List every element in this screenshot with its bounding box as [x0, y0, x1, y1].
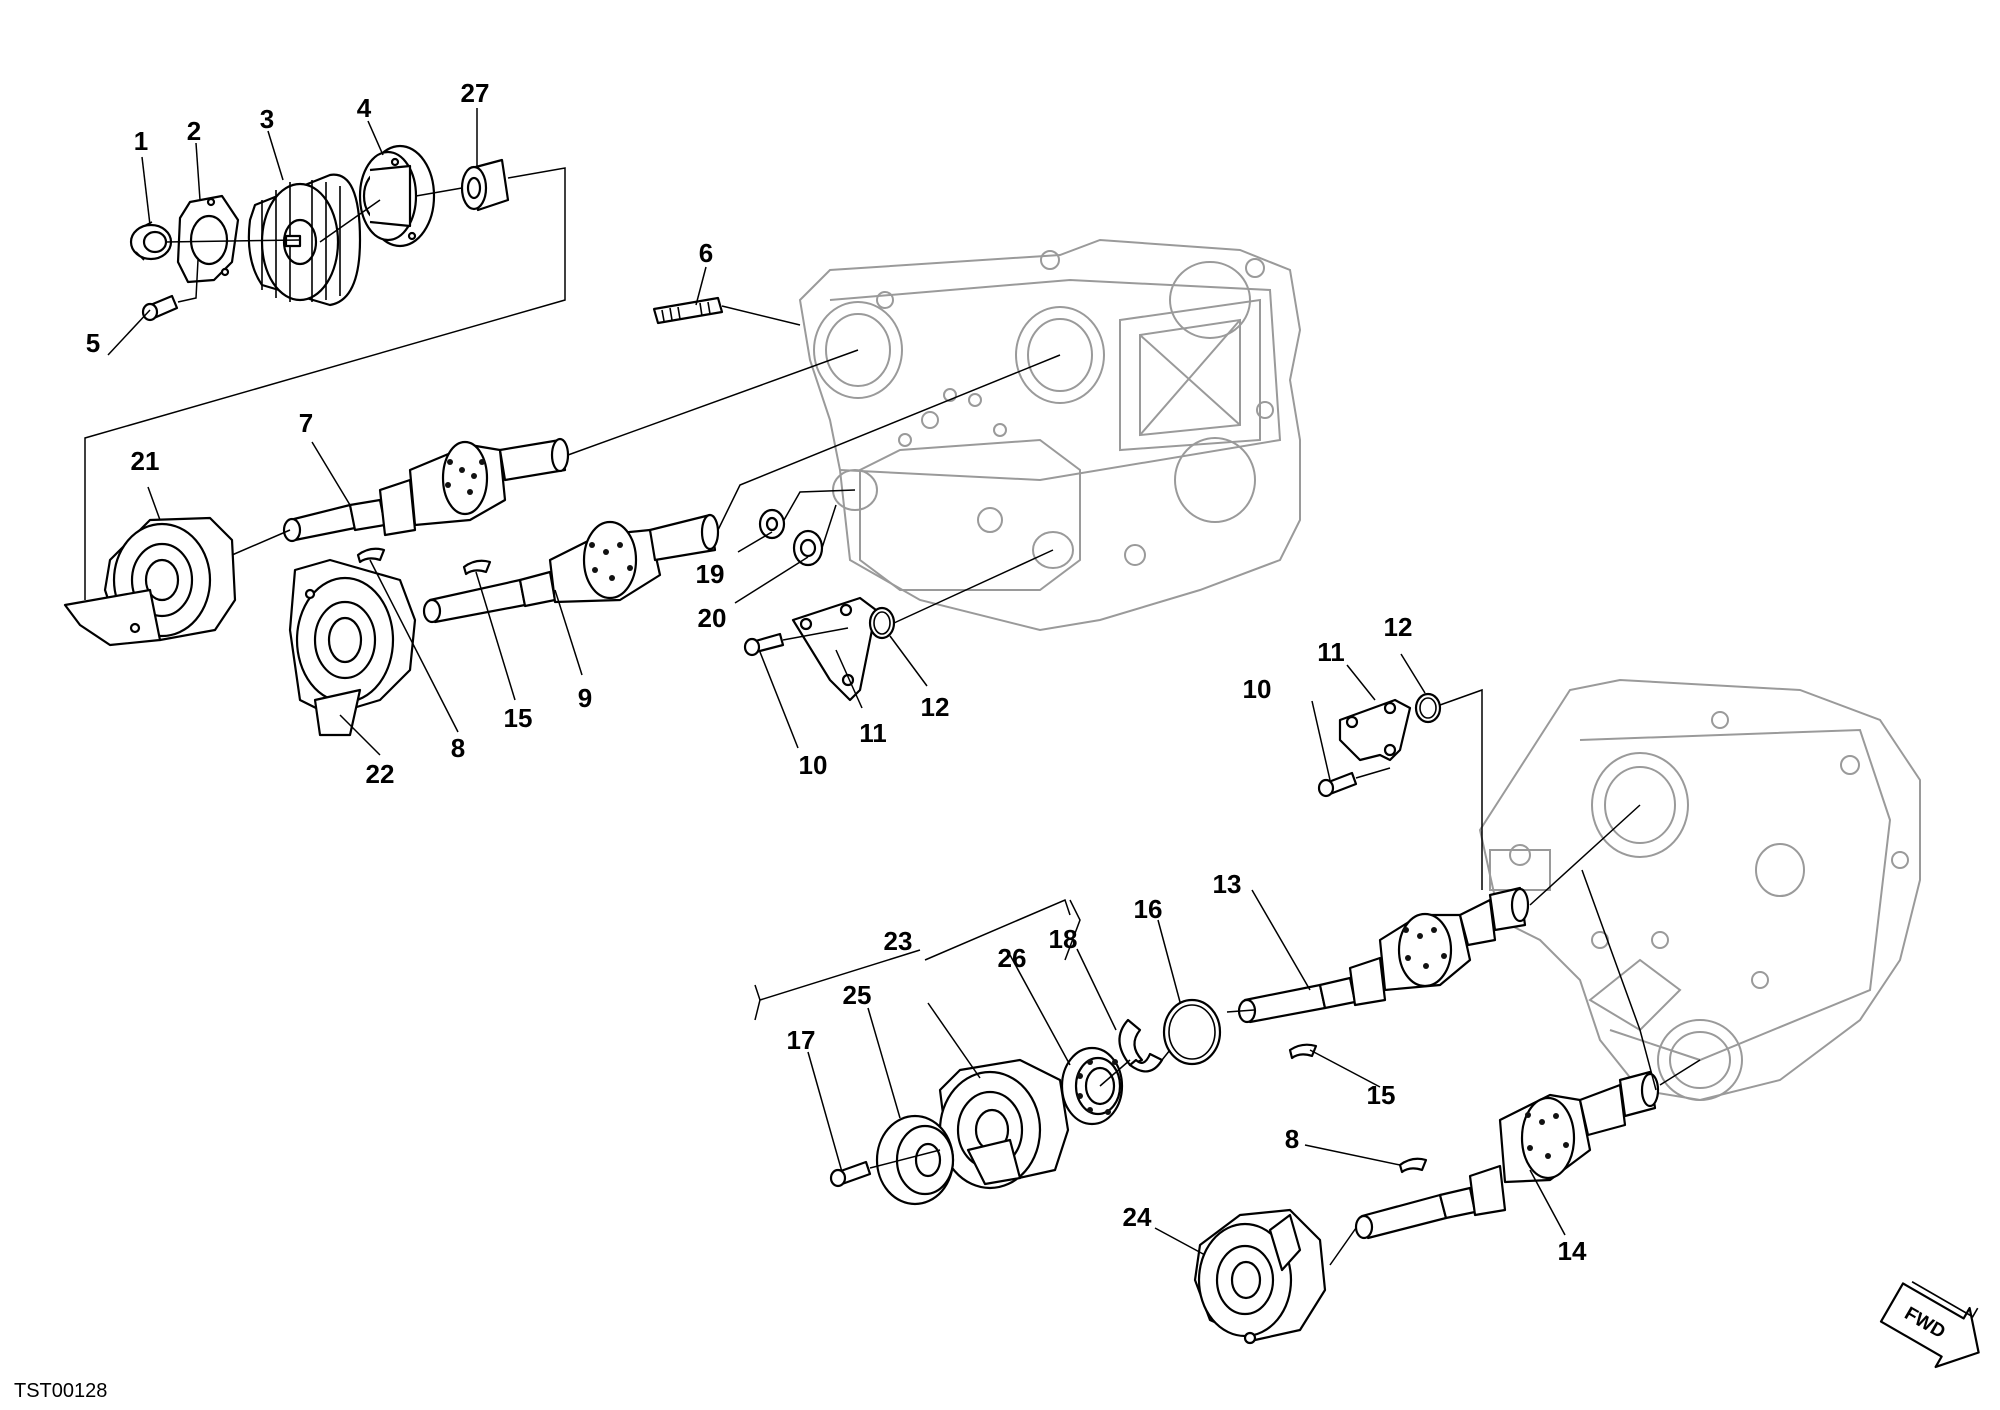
callout-15-upper: 15: [504, 703, 533, 733]
callout-labels: 1 2 3 4 27 5 6 7 21 8 15 9 19 20 10 11 1…: [86, 78, 1587, 1266]
part-22-cover: [288, 558, 417, 737]
part-7-camshaft: [282, 437, 570, 543]
part-11-plate-lower: [1338, 698, 1412, 762]
part-23-cover: [938, 1058, 1070, 1190]
callout-5: 5: [86, 328, 100, 358]
cylinder-head-upper: [798, 238, 1302, 632]
callout-10-upper: 10: [799, 750, 828, 780]
callout-3: 3: [260, 104, 274, 134]
callout-15-lower: 15: [1367, 1080, 1396, 1110]
callout-20: 20: [698, 603, 727, 633]
part-27-spacer: [460, 158, 510, 212]
callout-12-upper: 12: [921, 692, 950, 722]
part-20-seal: [792, 529, 824, 567]
callout-19: 19: [696, 559, 725, 589]
assembly-lines: [84, 167, 1701, 1266]
callout-9: 9: [578, 683, 592, 713]
callout-17: 17: [787, 1025, 816, 1055]
part-3-sprocket: [247, 173, 362, 307]
callout-21: 21: [131, 446, 160, 476]
callout-13: 13: [1213, 869, 1242, 899]
part-19-washer: [758, 508, 786, 540]
part-15-key-lower: [1288, 1043, 1318, 1060]
callout-11-lower: 11: [1317, 637, 1345, 667]
callout-6: 6: [699, 238, 713, 268]
callout-16: 16: [1134, 894, 1163, 924]
part-14-camshaft: [1354, 1070, 1660, 1240]
callout-8-lower: 8: [1285, 1124, 1299, 1154]
part-21-cover: [63, 516, 237, 647]
part-17-screw: [829, 1160, 872, 1188]
part-1-nut: [129, 221, 173, 261]
part-10-screw-upper: [743, 632, 785, 657]
part-26-bearing: [1060, 1046, 1124, 1126]
part-12-oring-lower: [1414, 692, 1442, 724]
callout-12-lower: 12: [1384, 612, 1413, 642]
callout-27: 27: [461, 78, 490, 108]
callout-4: 4: [357, 93, 372, 123]
callout-2: 2: [187, 116, 201, 146]
cylinder-head-lower: [1478, 678, 1921, 1102]
part-18-circlip: [1118, 1018, 1164, 1073]
callout-23: 23: [884, 926, 913, 956]
part-8-key-lower: [1398, 1157, 1428, 1174]
part-6-stud: [652, 296, 724, 325]
part-15-key-upper: [462, 559, 492, 576]
part-8-key-upper: [356, 547, 386, 564]
callout-pointers: [107, 108, 1566, 1256]
part-2-lock-washer: [176, 194, 240, 284]
part-4-hub: [358, 144, 436, 248]
callout-25: 25: [843, 980, 872, 1010]
fwd-direction-arrow: FWD: [1879, 1281, 1980, 1369]
part-23-bracket: [754, 898, 1071, 1021]
part-16-oring: [1162, 998, 1222, 1066]
callout-22: 22: [366, 759, 395, 789]
callout-18: 18: [1049, 924, 1078, 954]
part-5-screw: [141, 294, 179, 322]
callout-26: 26: [998, 943, 1027, 973]
callout-7: 7: [299, 408, 313, 438]
callout-8-upper: 8: [451, 733, 465, 763]
part-12-oring-upper: [868, 606, 896, 640]
part-10-screw-lower: [1317, 771, 1358, 798]
part-9-camshaft: [422, 513, 720, 624]
part-24-cover: [1193, 1208, 1327, 1345]
part-25-bearing: [875, 1114, 955, 1206]
callout-11-upper: 11: [859, 718, 887, 748]
part-13-camshaft: [1237, 886, 1530, 1024]
figure-id: TST00128: [14, 1380, 107, 1402]
callout-24: 24: [1123, 1202, 1152, 1232]
callout-1: 1: [134, 126, 148, 156]
callout-10-lower: 10: [1243, 674, 1272, 704]
callout-14: 14: [1558, 1236, 1587, 1266]
part-11-plate-upper: [791, 596, 878, 702]
